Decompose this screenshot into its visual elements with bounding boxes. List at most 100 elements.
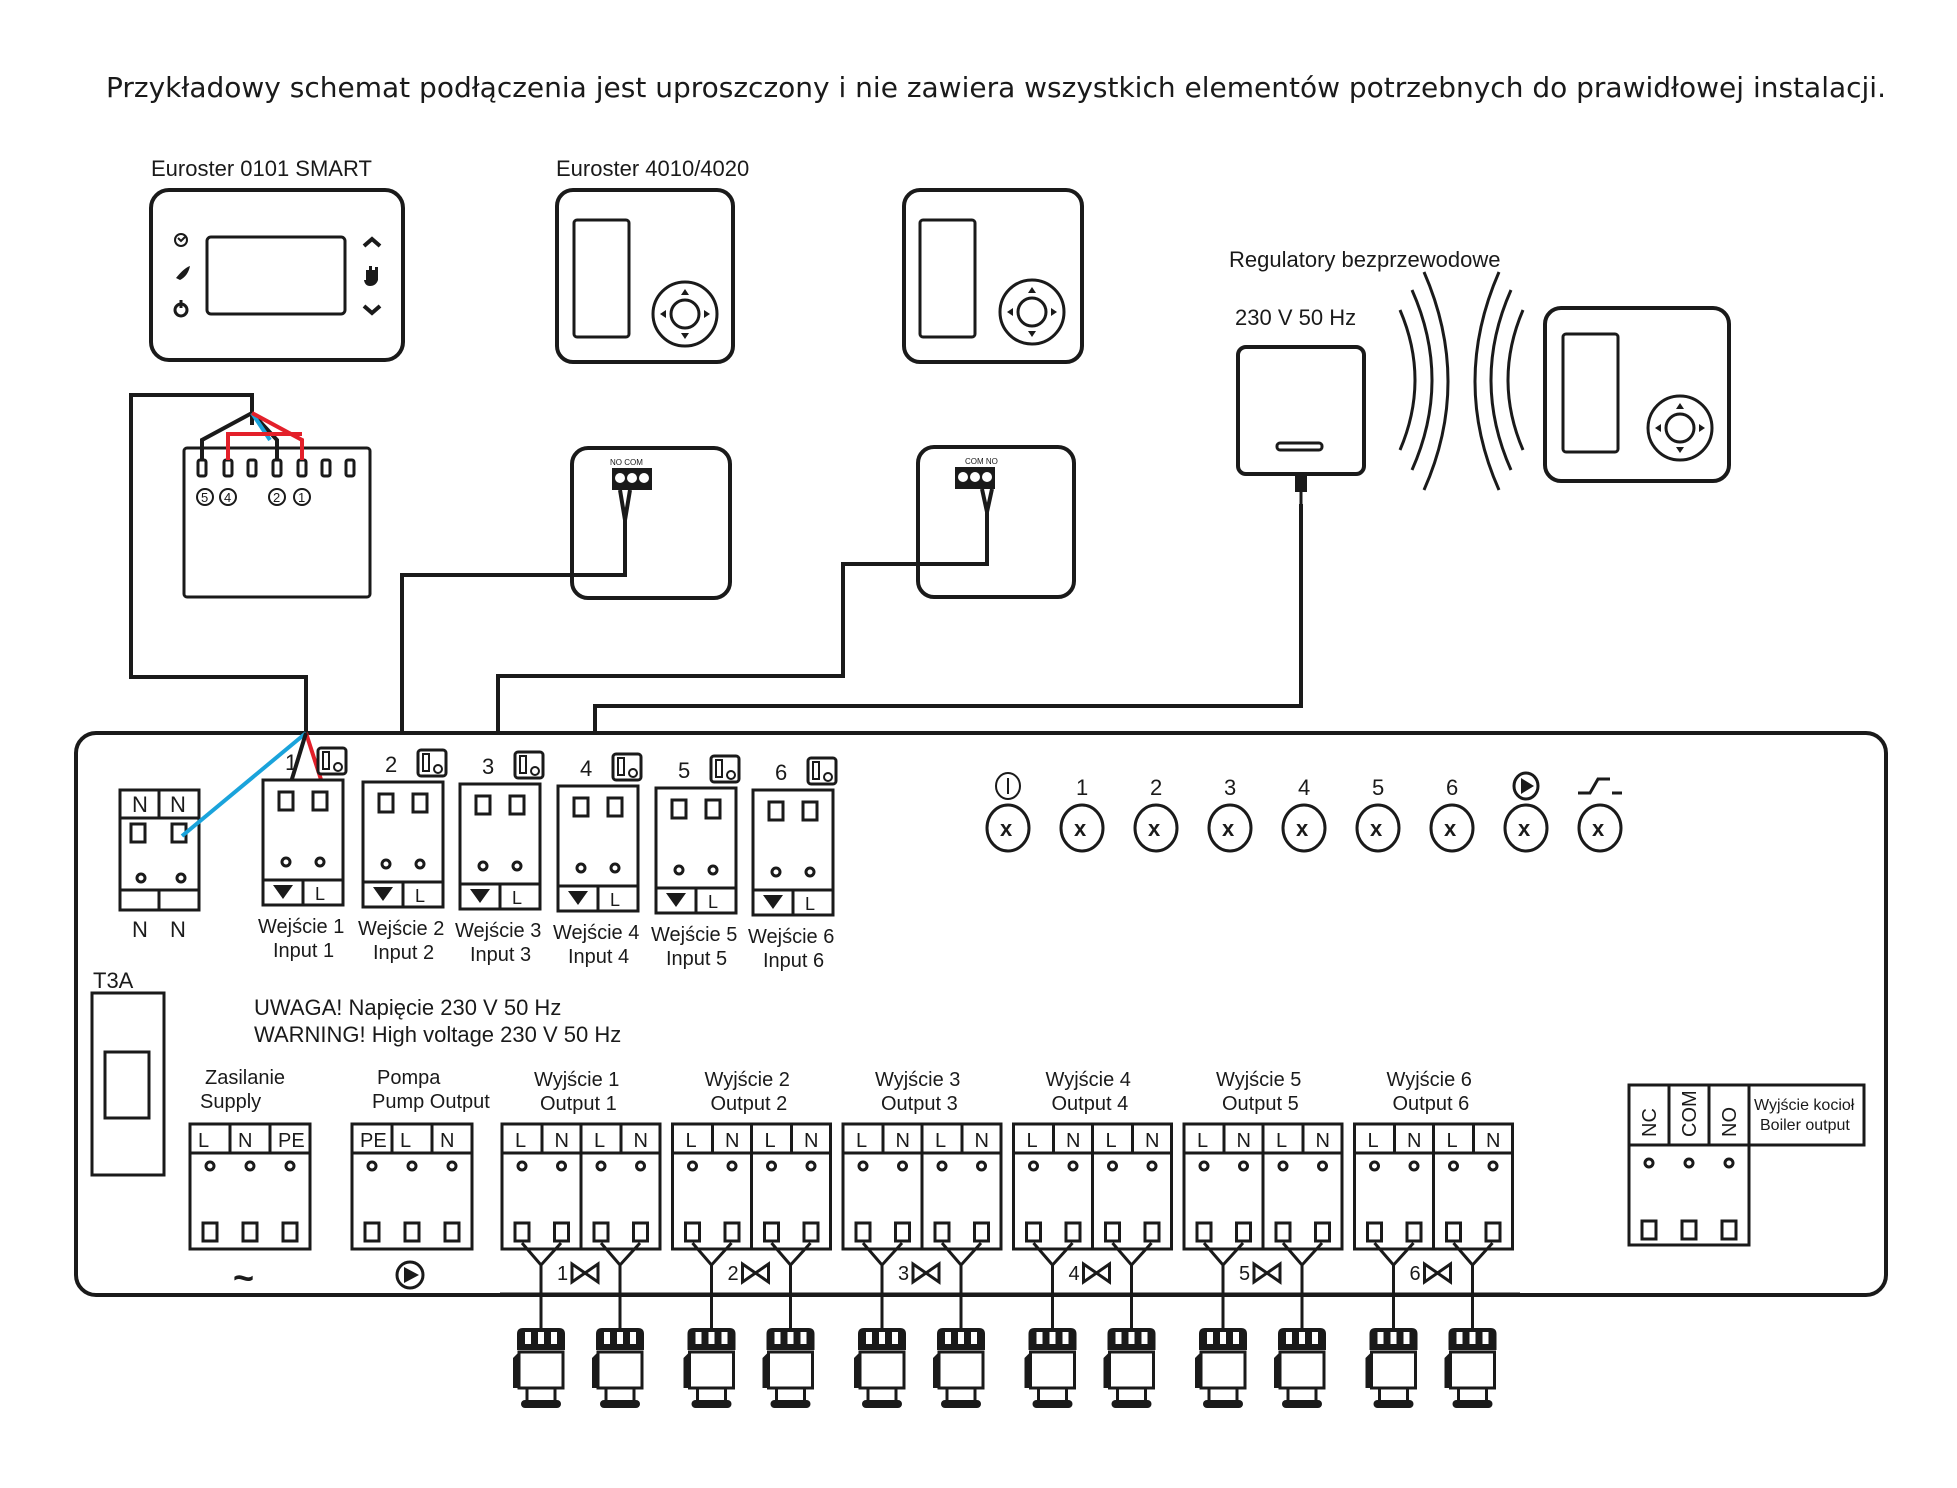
boiler-hole [1643, 1157, 1655, 1169]
output-screw [1445, 1221, 1462, 1243]
actuator-body [1449, 1350, 1496, 1390]
radio-waves-icon [1398, 271, 1525, 491]
input-hole [804, 866, 816, 878]
smart-pin [246, 458, 258, 478]
input-label-pl: Wejście 1 [258, 916, 344, 938]
indicator-mark: x [1148, 816, 1161, 841]
indicator-ring [1577, 803, 1623, 853]
input-screw [474, 794, 492, 816]
output-screw [553, 1221, 570, 1243]
output-divider [843, 1124, 1001, 1249]
output-terminal-label: L [765, 1130, 776, 1152]
smart-pin-label-circle [268, 488, 286, 506]
sensor-icon [470, 889, 490, 903]
input-label-en: Input 3 [470, 944, 531, 966]
sensor-icon [273, 885, 293, 899]
smart-pin-label-circle [219, 488, 237, 506]
neutral-label: N [132, 792, 148, 817]
output-hole [516, 1160, 528, 1172]
output-wire [1452, 1241, 1494, 1294]
input-divider [460, 882, 540, 909]
indicator-ring [1355, 803, 1401, 853]
output-label-pl: Wyjście 1 [534, 1069, 619, 1091]
input-screw [606, 796, 624, 818]
actuator-foot [770, 1400, 811, 1408]
input-hole [477, 860, 489, 872]
boiler-terminal-label: NC [1639, 1108, 1661, 1137]
output-screw [1366, 1221, 1383, 1243]
power-icon [173, 300, 189, 318]
output-hole [595, 1160, 607, 1172]
output-hole [857, 1160, 869, 1172]
output-terminal-label: L [1368, 1130, 1379, 1152]
input-switch-icon [628, 768, 638, 778]
pump-output-divider [352, 1124, 472, 1155]
indicator-led-4: x4 [1281, 775, 1327, 853]
output-divider [672, 1124, 831, 1249]
actuator-body [767, 1350, 814, 1390]
output-terminal-label: N [1316, 1130, 1330, 1152]
actuator-side [1274, 1352, 1280, 1388]
actuator-foot [521, 1400, 561, 1408]
indicator-label: 5 [1372, 775, 1384, 800]
boiler-label-pl: Wyjście kocioł [1754, 1097, 1855, 1114]
output-screw [723, 1221, 741, 1243]
output-hole [1487, 1160, 1499, 1172]
input-switch-icon [333, 762, 343, 772]
output-screw [1025, 1221, 1042, 1243]
pump-icon [1512, 771, 1540, 801]
input-hole [673, 864, 685, 876]
output-valve-number: 5 [1239, 1263, 1250, 1285]
actuator-base [945, 1388, 977, 1404]
actuator-side [1365, 1352, 1372, 1388]
thermal-actuator-icon [933, 1294, 985, 1408]
thermal-actuator-icon [513, 1294, 565, 1408]
output-hole [1146, 1160, 1158, 1172]
indicator-mark: x [1296, 816, 1309, 841]
actuator-foot [1373, 1400, 1414, 1408]
output-terminal-label: N [1066, 1130, 1080, 1152]
actuator-body [517, 1350, 565, 1390]
actuator-foot [1032, 1400, 1073, 1408]
input-divider [753, 888, 833, 915]
smart-pin-label: 4 [224, 490, 231, 505]
output-label-en: Output 2 [711, 1093, 788, 1115]
boiler-label-en: Boiler output [1760, 1117, 1850, 1134]
hand-icon [364, 266, 378, 286]
actuator-side [854, 1352, 860, 1388]
actuator-foot [691, 1400, 732, 1408]
output-hole [805, 1160, 817, 1172]
output-terminal-label: L [856, 1130, 867, 1152]
output-hole [1028, 1160, 1039, 1172]
supply-terminal-label: PE [278, 1130, 305, 1152]
output-valve-number: 4 [1069, 1263, 1080, 1285]
output-screw [802, 1221, 820, 1243]
actuator-foot [1111, 1400, 1152, 1408]
input-screw [670, 798, 688, 820]
indicator-label: 1 [1076, 775, 1088, 800]
actuator-base [1378, 1388, 1409, 1404]
input-switch-icon [416, 748, 448, 778]
e4010-terminal-label: NO COM [610, 458, 643, 467]
output-screw [894, 1221, 911, 1243]
pump-output-screw [363, 1221, 381, 1243]
input-label-pl: Wejście 2 [358, 918, 444, 940]
actuator-base [866, 1388, 898, 1404]
output-wire [1281, 1241, 1324, 1294]
e4010-back: NO COM [570, 446, 732, 600]
indicator-ring [1059, 803, 1105, 853]
input-hole [707, 864, 719, 876]
input-screw [767, 800, 785, 822]
smart-pin-label: 5 [201, 490, 208, 505]
output-hole [635, 1160, 646, 1172]
pump-output-label-pl: Pompa [377, 1067, 441, 1089]
neutral-terminal-block: N N N N [118, 788, 201, 942]
smart-pin [222, 458, 234, 478]
thermal-actuator-icon [683, 1294, 736, 1408]
